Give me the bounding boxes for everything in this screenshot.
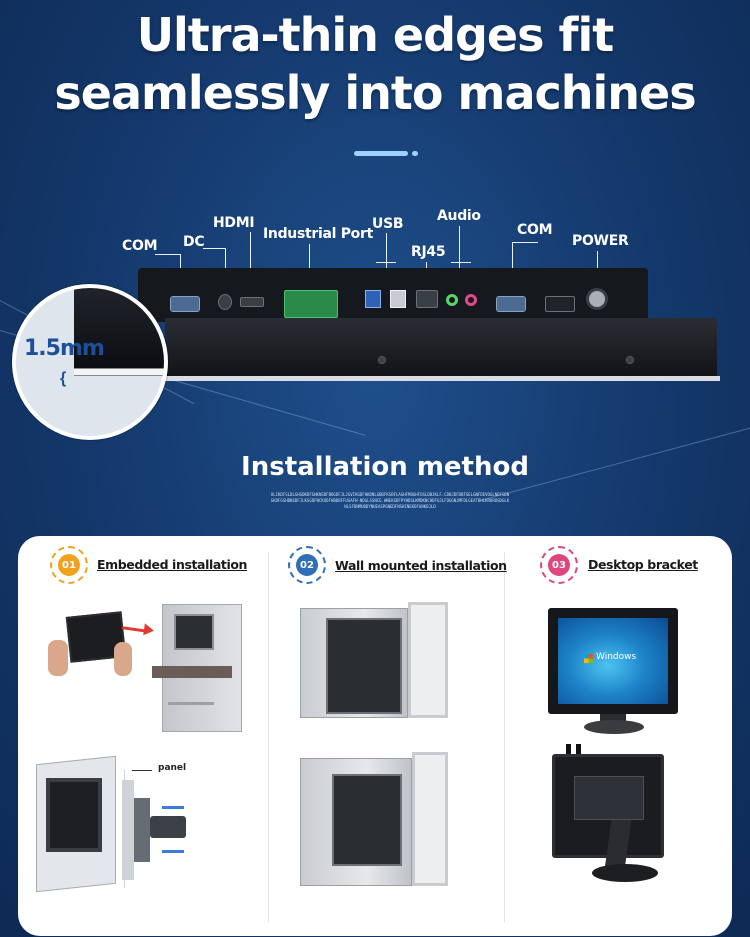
windows-screen-text: Windows <box>596 652 637 662</box>
blue-arrow-icon <box>162 850 184 853</box>
badge-01: 01 <box>50 546 88 584</box>
title-line-2: seamlessly into machines <box>54 66 696 120</box>
screw <box>626 356 634 364</box>
monitor-base <box>584 720 644 734</box>
cabinet-illustration-top <box>300 602 450 720</box>
title-accent-bar <box>354 151 408 156</box>
screw <box>378 356 386 364</box>
pointer-com-right <box>512 242 513 292</box>
pointer-hdmi <box>250 232 251 292</box>
page-title: Ultra-thin edges fit seamlessly into mac… <box>0 6 750 122</box>
machine-kiosk-illustration <box>152 604 244 734</box>
edge-magnifier <box>12 284 168 440</box>
pointer-dc <box>203 248 225 249</box>
left-hand <box>48 640 68 676</box>
dc-port <box>218 294 232 310</box>
blue-arrow-icon <box>162 806 184 809</box>
rj45-port <box>416 290 438 308</box>
hdmi-port <box>240 297 264 307</box>
installation-title: Installation method <box>241 452 529 482</box>
vent-slot <box>545 296 575 312</box>
industrial-terminal-block <box>284 290 338 318</box>
mount-clip <box>150 816 186 838</box>
panel-label: panel <box>158 763 187 773</box>
power-button <box>586 288 608 310</box>
badge-02-number: 02 <box>296 554 318 576</box>
monitor-screen <box>558 618 668 704</box>
method-title-desktop: Desktop bracket <box>588 557 698 572</box>
label-dc: DC <box>183 234 205 250</box>
column-divider <box>504 552 505 922</box>
usb2-port-top <box>390 290 406 308</box>
com-port-left <box>170 296 200 312</box>
cabinet-interior <box>332 774 402 866</box>
label-com-right: COM <box>517 222 553 238</box>
windows-logo-icon <box>584 654 593 663</box>
method-title-wall-mounted: Wall mounted installation <box>335 558 507 573</box>
cabinet-door <box>408 602 448 718</box>
cabinet-door <box>412 752 448 886</box>
right-hand <box>114 642 132 676</box>
badge-02: 02 <box>288 546 326 584</box>
panel-label-line <box>132 770 152 771</box>
badge-03-number: 03 <box>548 554 570 576</box>
device-screen-edge <box>165 376 720 381</box>
usb3-port-top <box>365 290 381 308</box>
kiosk-screen <box>174 614 214 650</box>
title-accent-dot <box>412 151 418 156</box>
pointer-com-left <box>155 254 180 255</box>
mount-wall <box>122 780 134 880</box>
pointer-audio <box>459 226 460 292</box>
method-title-embedded: Embedded installation <box>97 557 248 572</box>
monitor-neck <box>600 714 626 722</box>
desktop-monitor-back <box>552 744 668 886</box>
column-divider <box>268 552 269 922</box>
label-industrial-port: Industrial Port <box>263 226 373 242</box>
embedded-hands-illustration <box>44 611 134 682</box>
mount-bezel-section <box>134 798 150 862</box>
audio-jack-pink <box>465 294 477 306</box>
badge-03: 03 <box>540 546 578 584</box>
kiosk-vent <box>168 702 214 705</box>
installation-fine-print: OLIKDFSLDLGHSDKDFGHKNSDFBOGDFJLJGVIKGDFH… <box>270 492 510 509</box>
badge-01-number: 01 <box>58 554 80 576</box>
magnified-bezel <box>74 288 164 368</box>
desktop-monitor-front: Windows <box>548 608 680 736</box>
com-port-right <box>496 296 526 312</box>
label-power: POWER <box>572 233 629 249</box>
pointer-usb <box>376 262 396 263</box>
thickness-brace: { <box>60 370 67 387</box>
label-audio: Audio <box>437 208 481 224</box>
cabinet-interior <box>326 618 402 714</box>
panel-mount-diagram <box>36 750 256 893</box>
label-rj45: RJ45 <box>411 244 446 260</box>
bracket-base <box>592 864 658 882</box>
title-line-1: Ultra-thin edges fit <box>136 8 615 62</box>
label-com-left: COM <box>122 238 158 254</box>
pointer-audio <box>451 262 471 263</box>
device-bezel <box>165 318 717 378</box>
monitor-io-box <box>574 776 644 820</box>
thickness-label: 1.5mm <box>24 336 105 361</box>
magnified-screen-edge <box>74 368 164 376</box>
pointer-com-right <box>512 242 538 243</box>
kiosk-shelf <box>152 666 232 678</box>
label-usb: USB <box>372 216 404 232</box>
label-hdmi: HDMI <box>213 215 255 231</box>
mount-panel-screen <box>46 778 102 852</box>
cabinet-illustration-bottom <box>300 752 450 888</box>
audio-jack-green <box>446 294 458 306</box>
